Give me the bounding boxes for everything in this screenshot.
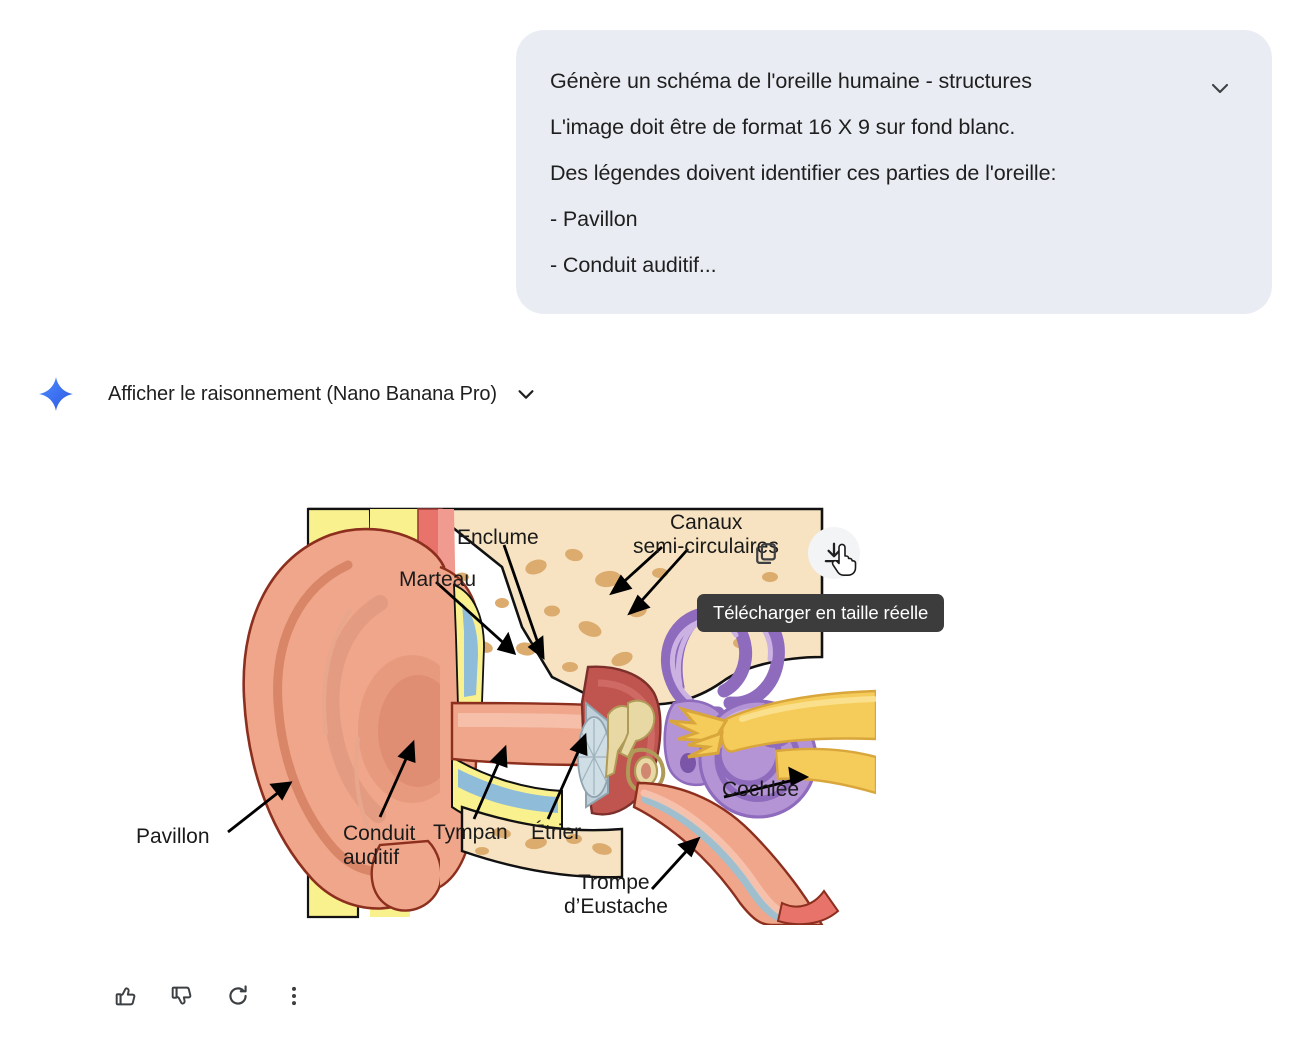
diagram-label-conduit-2: auditif <box>343 846 399 869</box>
diagram-label-canaux-1: Canaux <box>670 511 743 534</box>
reasoning-label: Afficher le raisonnement (Nano Banana Pr… <box>108 382 497 405</box>
diagram-label-trompe-2: d’Eustache <box>564 895 668 918</box>
ear-anatomy-diagram: Pavillon Conduit auditif Tympan Étrier M… <box>122 507 876 925</box>
chevron-down-icon[interactable] <box>513 381 539 407</box>
diagram-label-trompe-1: Trompe <box>578 871 650 894</box>
copy-icon <box>756 543 776 565</box>
three-dots-vertical-icon <box>291 986 297 1006</box>
reasoning-header-row[interactable]: Afficher le raisonnement (Nano Banana Pr… <box>38 372 539 416</box>
prompt-line: Génère un schéma de l'oreille humaine - … <box>550 69 1032 93</box>
prompt-line: Des légendes doivent identifier ces part… <box>550 161 1057 185</box>
user-prompt-bubble: Génère un schéma de l'oreille humaine - … <box>516 30 1272 314</box>
prompt-text: Génère un schéma de l'oreille humaine - … <box>550 58 1192 288</box>
prompt-line: L'image doit être de format 16 X 9 sur f… <box>550 115 1016 139</box>
prompt-line: - Pavillon <box>550 207 638 231</box>
generated-image-card[interactable]: Pavillon Conduit auditif Tympan Étrier M… <box>122 507 876 925</box>
download-image-button[interactable] <box>808 527 860 579</box>
chevron-down-icon[interactable] <box>1202 70 1238 106</box>
download-tooltip: Télécharger en taille réelle <box>697 594 945 632</box>
prompt-line: - Conduit auditif... <box>550 253 717 277</box>
response-action-bar <box>108 978 312 1014</box>
download-icon <box>824 542 844 563</box>
diagram-label-canaux-2: semi-circulaires <box>633 535 779 558</box>
copy-image-button[interactable] <box>740 527 792 579</box>
diagram-label-conduit-1: Conduit <box>343 822 416 845</box>
diagram-label-enclume: Enclume <box>457 526 539 549</box>
gemini-sparkle-icon <box>39 377 73 411</box>
diagram-label-tympan: Tympan <box>433 821 508 844</box>
refresh-icon <box>229 985 247 1005</box>
diagram-label-etrier: Étrier <box>531 821 581 844</box>
more-options-button[interactable] <box>276 978 312 1014</box>
diagram-label-pavillon: Pavillon <box>136 825 210 848</box>
thumb-down-icon <box>171 986 192 1005</box>
diagram-label-marteau: Marteau <box>399 568 476 591</box>
image-hover-toolbar <box>740 524 870 582</box>
diagram-label-cochlee: Cochlée <box>722 778 799 801</box>
thumb-up-button[interactable] <box>108 978 144 1014</box>
thumb-up-icon <box>115 987 136 1006</box>
regenerate-button[interactable] <box>220 978 256 1014</box>
thumb-down-button[interactable] <box>164 978 200 1014</box>
